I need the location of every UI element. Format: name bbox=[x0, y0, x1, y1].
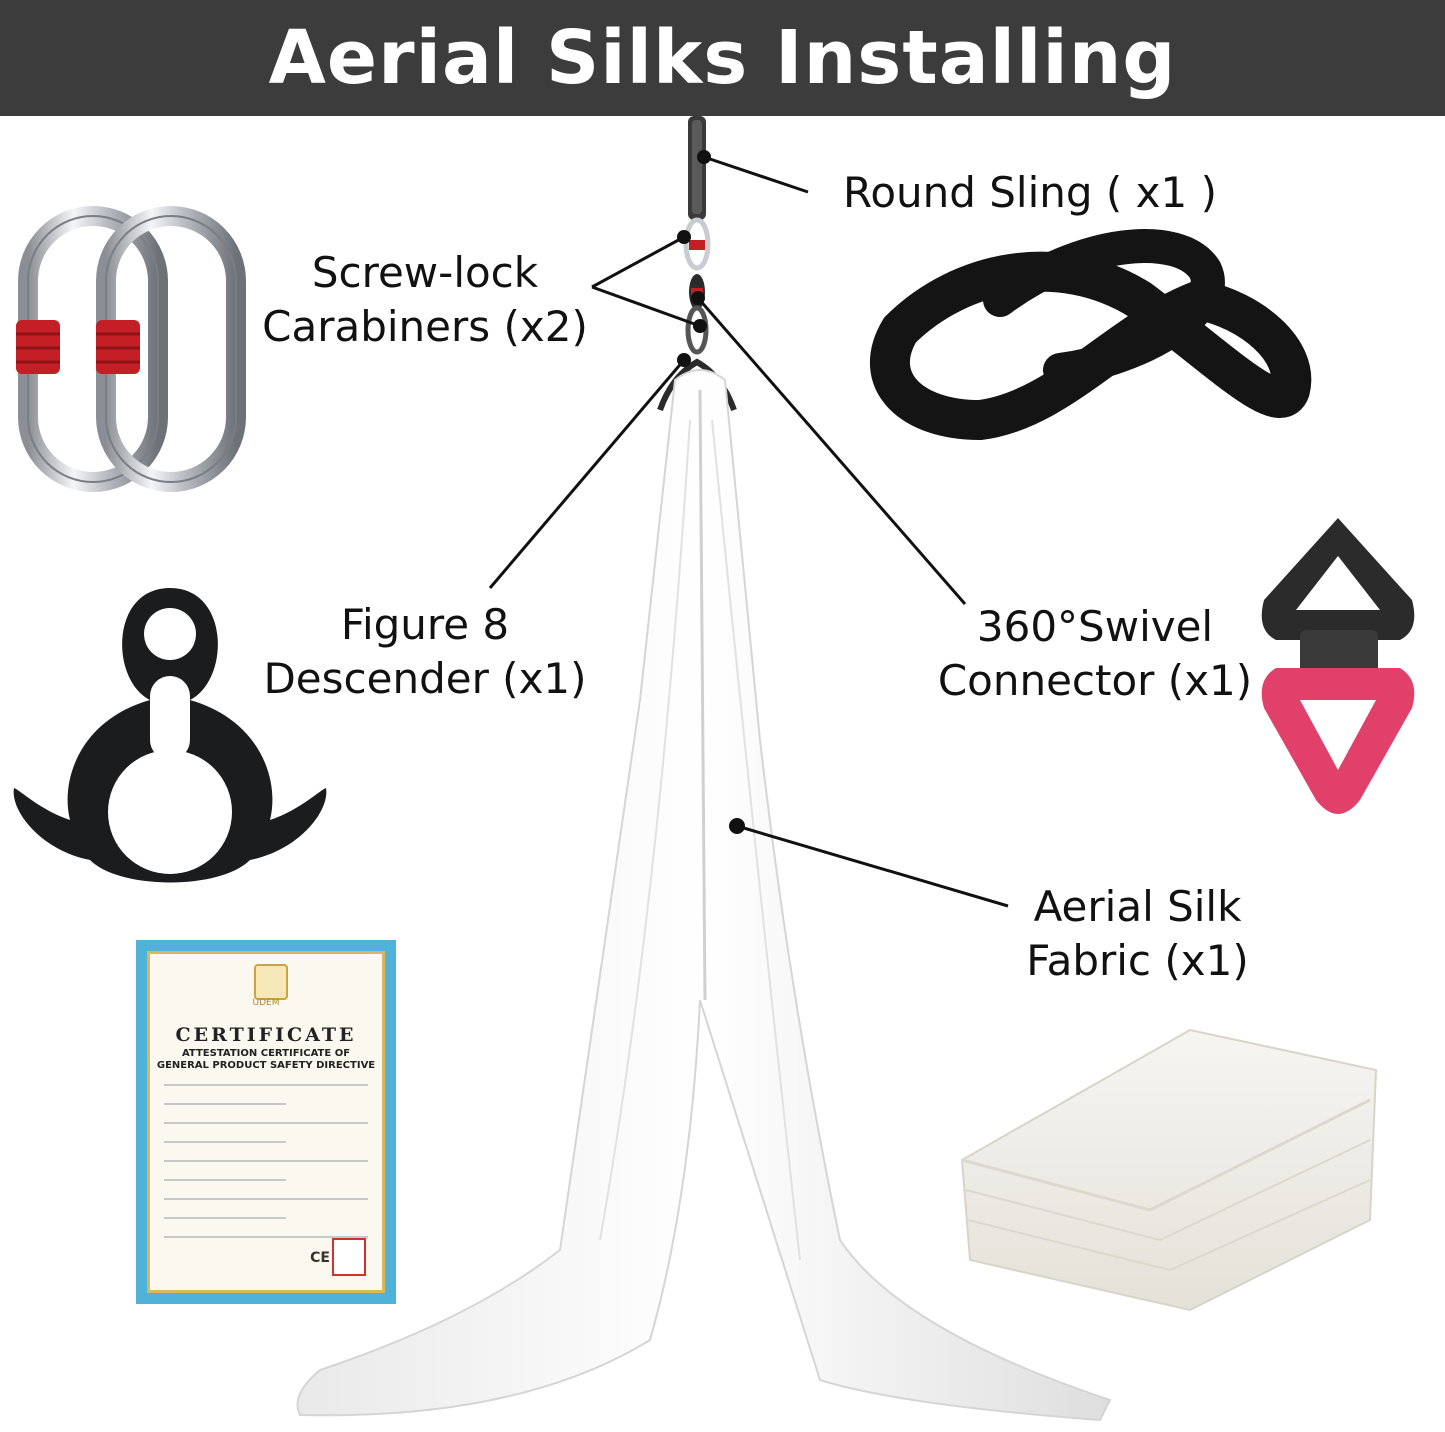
label-descender: Figure 8 Descender (x1) bbox=[250, 598, 600, 706]
label-swivel-line1: 360°Swivel bbox=[976, 602, 1214, 651]
label-round-sling-line1: Round Sling ( x1 ) bbox=[843, 168, 1217, 217]
aerial-silk-fabric bbox=[296, 369, 1112, 1422]
certificate-image: UDEM CERTIFICATE ATTESTATION CERTIFICATE… bbox=[136, 940, 396, 1304]
certificate-subtitle-2: GENERAL PRODUCT SAFETY DIRECTIVE bbox=[156, 1060, 376, 1071]
page-title: Aerial Silks Installing bbox=[268, 15, 1177, 101]
rig-carabiner-top bbox=[683, 217, 711, 271]
certificate-body-lines bbox=[164, 1084, 368, 1255]
label-carabiners: Screw-lock Carabiners (x2) bbox=[250, 246, 600, 354]
certificate-logo-text: UDEM bbox=[252, 998, 280, 1008]
swivel-connector bbox=[1261, 518, 1415, 814]
label-carabiners-line1: Screw-lock bbox=[311, 248, 539, 297]
round-sling bbox=[869, 229, 1312, 441]
callout-dots bbox=[677, 150, 745, 834]
label-carabiners-line2: Carabiners (x2) bbox=[262, 302, 588, 351]
label-round-sling: Round Sling ( x1 ) bbox=[820, 166, 1240, 220]
certificate-paper: UDEM CERTIFICATE ATTESTATION CERTIFICATE… bbox=[147, 951, 385, 1293]
label-fabric-line2: Fabric (x1) bbox=[1026, 936, 1249, 985]
label-swivel: 360°Swivel Connector (x1) bbox=[920, 600, 1270, 708]
figure-8-descender bbox=[13, 588, 327, 883]
certificate-crest-icon bbox=[254, 964, 288, 1000]
screw-lock-carabiners bbox=[16, 206, 246, 492]
certificate-subtitle-1: ATTESTATION CERTIFICATE OF bbox=[181, 1048, 351, 1059]
rig-carabiner-bottom bbox=[685, 305, 709, 355]
label-descender-line1: Figure 8 bbox=[340, 600, 510, 649]
folded-silk bbox=[960, 1028, 1378, 1312]
label-swivel-line2: Connector (x1) bbox=[937, 656, 1253, 705]
label-fabric: Aerial Silk Fabric (x1) bbox=[990, 880, 1285, 988]
header-bar: Aerial Silks Installing bbox=[0, 0, 1445, 116]
callout-lines bbox=[488, 155, 1009, 908]
hanging-rig bbox=[657, 116, 737, 412]
certificate-ce-mark: CE bbox=[310, 1250, 330, 1266]
label-descender-line2: Descender (x1) bbox=[263, 654, 587, 703]
label-fabric-line1: Aerial Silk bbox=[1033, 882, 1242, 931]
certificate-title: CERTIFICATE bbox=[175, 1024, 357, 1046]
certificate-stamp-icon bbox=[332, 1238, 366, 1276]
